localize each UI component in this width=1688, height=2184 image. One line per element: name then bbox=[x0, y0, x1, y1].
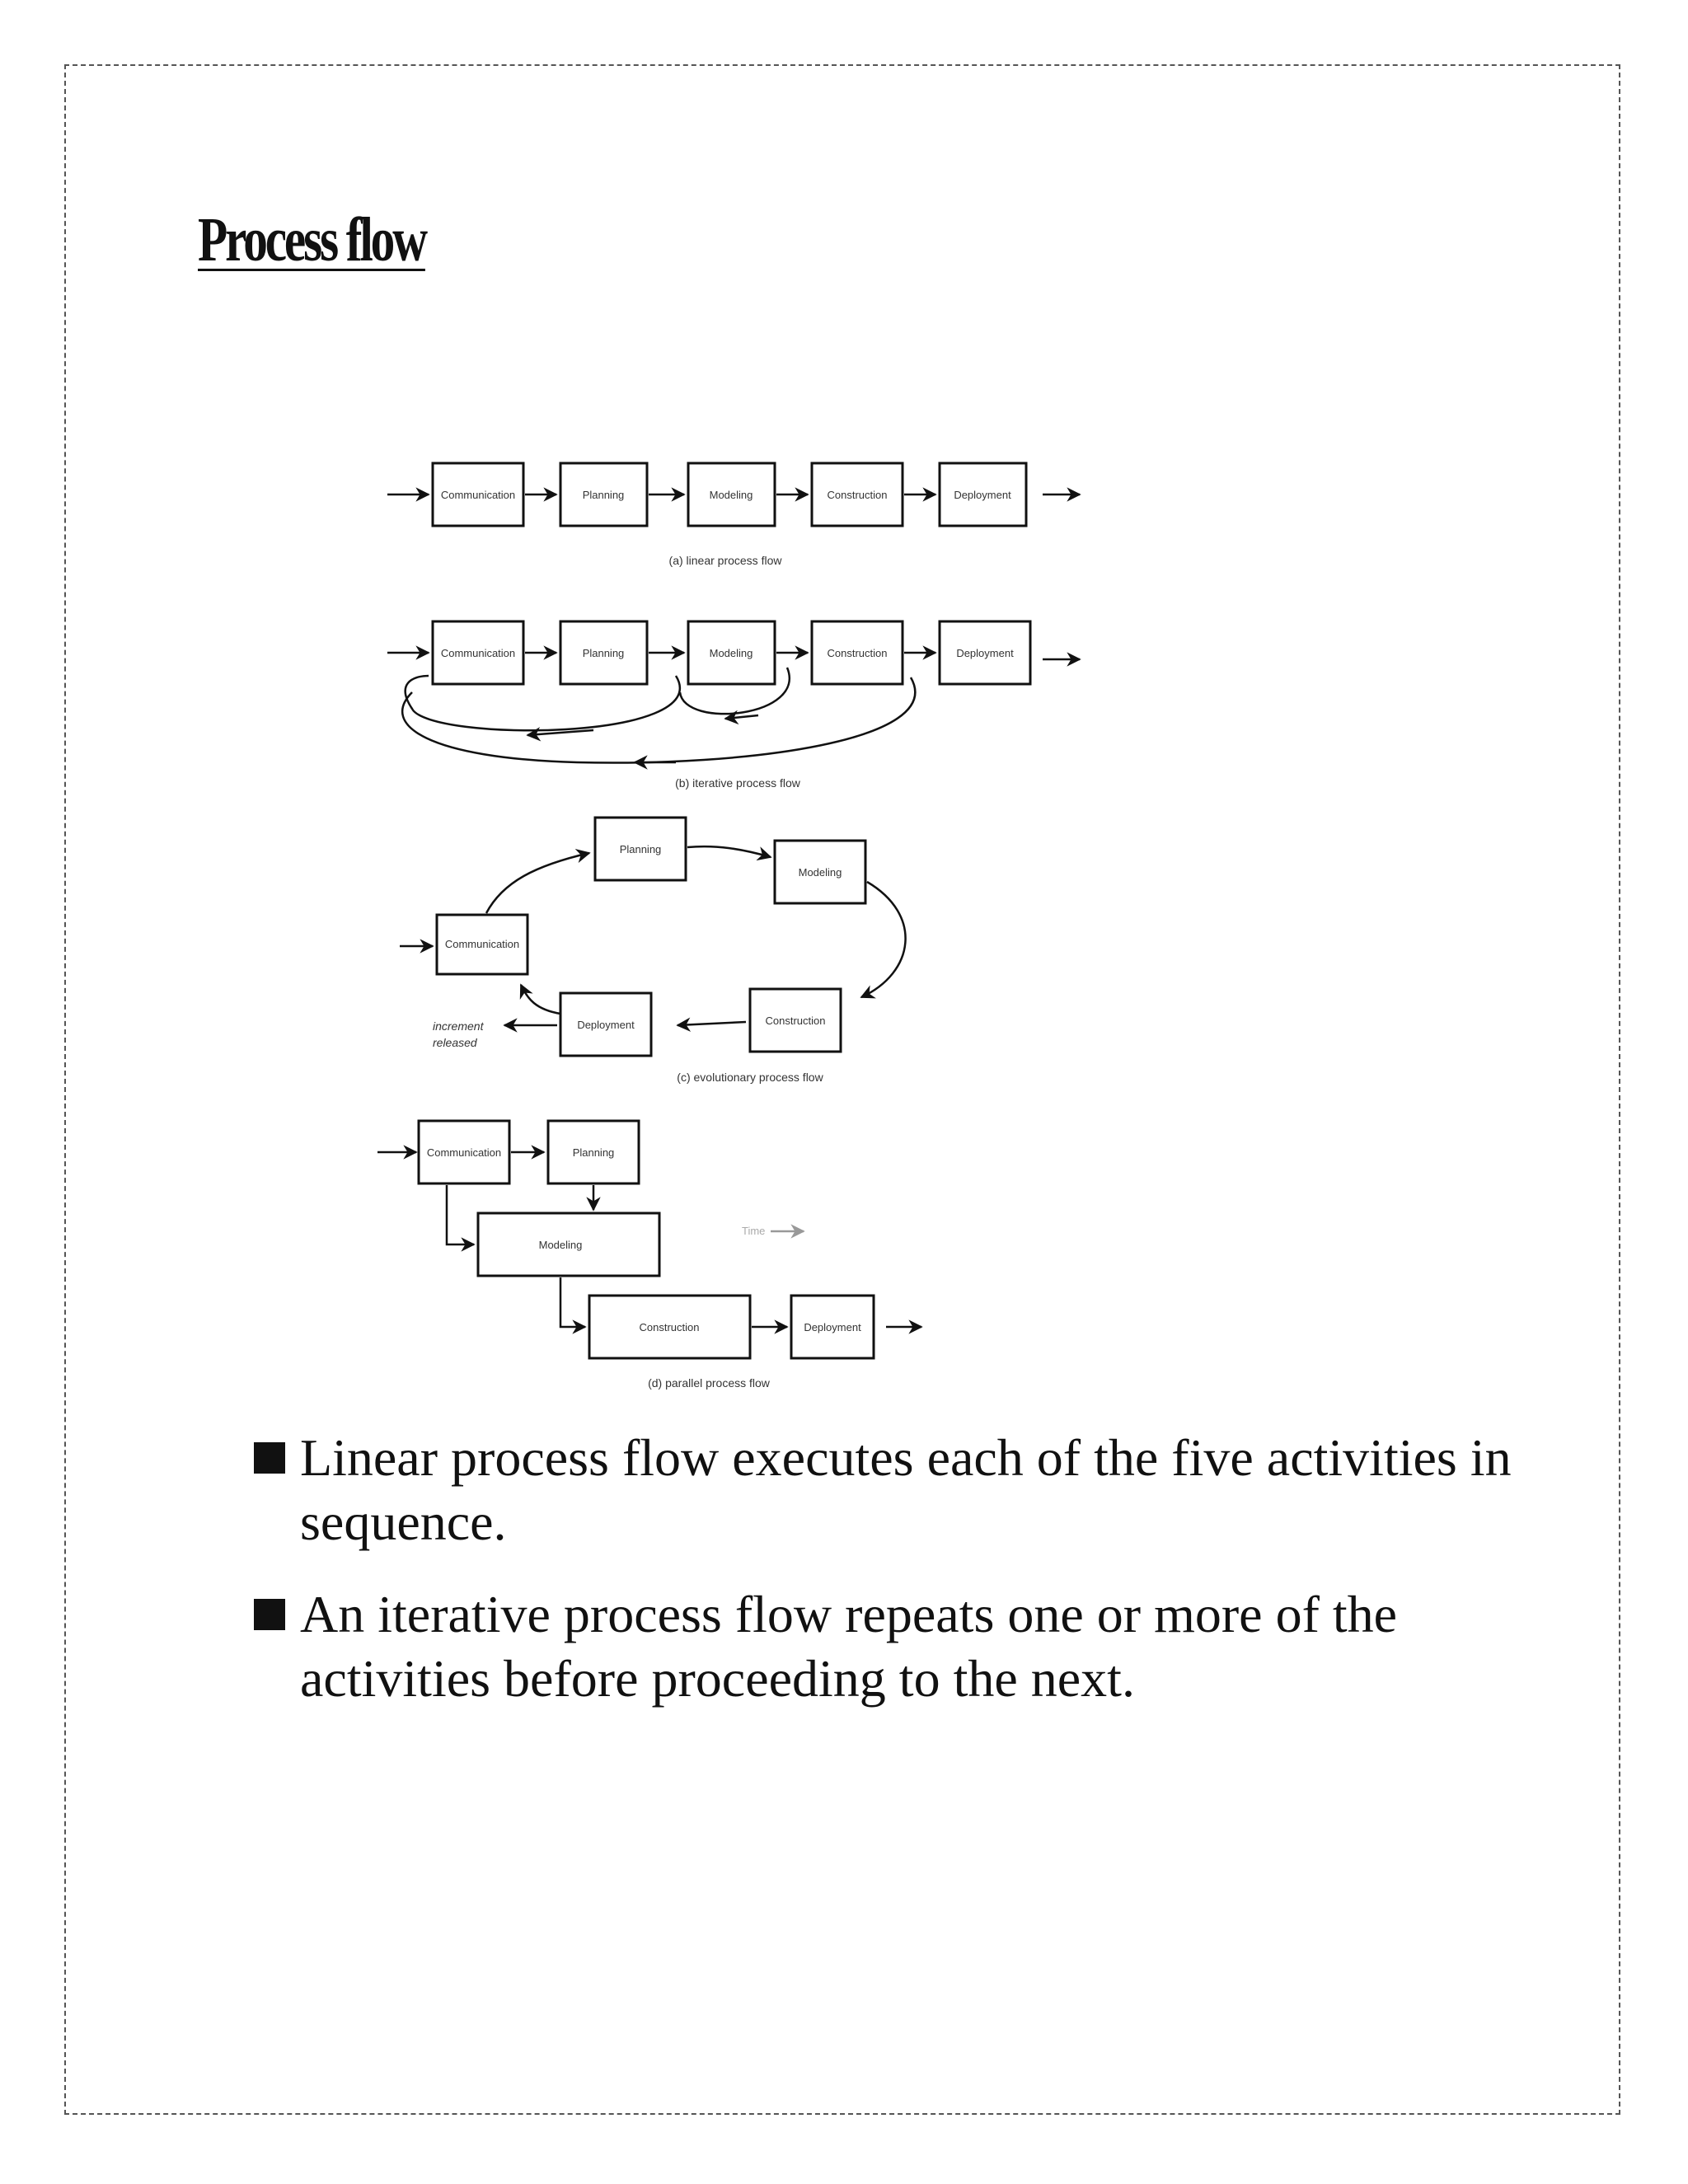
caption-linear: (a) linear process flow bbox=[669, 554, 783, 567]
linear-flow-diagram: Communication Planning Modeling Construc… bbox=[387, 462, 1081, 567]
iterative-loop-inner-right bbox=[678, 667, 790, 715]
iterative-construction-label: Construction bbox=[828, 647, 888, 659]
caption-evolutionary: (c) evolutionary process flow bbox=[677, 1071, 823, 1084]
page-border bbox=[64, 64, 1620, 2115]
iterative-communication-label: Communication bbox=[441, 647, 515, 659]
iterative-planning-label: Planning bbox=[583, 647, 625, 659]
iterative-communication-box bbox=[431, 620, 525, 686]
iterative-planning-box bbox=[559, 620, 649, 686]
bullet-item: Linear process flow executes each of the… bbox=[247, 1426, 1533, 1554]
bullet-text: Linear process flow executes each of the… bbox=[300, 1428, 1512, 1551]
linear-construction-box bbox=[810, 462, 904, 527]
parallel-planning-box bbox=[546, 1119, 640, 1185]
parallel-communication-box bbox=[417, 1119, 511, 1185]
parallel-deployment-box bbox=[790, 1294, 875, 1360]
linear-communication-label: Communication bbox=[441, 489, 515, 501]
evolutionary-modeling-label: Modeling bbox=[799, 866, 842, 879]
linear-communication-box bbox=[431, 462, 525, 527]
iterative-deployment-box bbox=[938, 620, 1032, 686]
evolutionary-construction-box bbox=[748, 987, 842, 1053]
square-bullet-icon bbox=[254, 1442, 285, 1474]
evolutionary-flow-diagram: Planning Modeling Communication Construc… bbox=[400, 816, 907, 1084]
iterative-deployment-label: Deployment bbox=[956, 647, 1014, 659]
bullet-text: An iterative process flow repeats one or… bbox=[300, 1585, 1398, 1708]
linear-deployment-label: Deployment bbox=[954, 489, 1011, 501]
evolutionary-planning-box bbox=[593, 816, 687, 882]
linear-construction-label: Construction bbox=[828, 489, 888, 501]
evolutionary-communication-box bbox=[435, 913, 529, 976]
caption-iterative: (b) iterative process flow bbox=[675, 776, 801, 790]
bullet-list: Linear process flow executes each of the… bbox=[247, 1426, 1533, 1739]
parallel-communication-label: Communication bbox=[427, 1146, 501, 1159]
caption-parallel: (d) parallel process flow bbox=[648, 1376, 771, 1390]
time-label: Time bbox=[742, 1225, 765, 1237]
page-title: Process flow bbox=[198, 205, 428, 274]
linear-modeling-box bbox=[687, 462, 776, 527]
parallel-modeling-label: Modeling bbox=[539, 1239, 583, 1251]
increment-label: increment bbox=[433, 1019, 485, 1033]
parallel-construction-box bbox=[588, 1294, 752, 1360]
evolutionary-deployment-box bbox=[559, 991, 653, 1057]
iterative-construction-box bbox=[810, 620, 904, 686]
iterative-modeling-label: Modeling bbox=[710, 647, 753, 659]
linear-modeling-label: Modeling bbox=[710, 489, 753, 501]
linear-deployment-box bbox=[938, 462, 1028, 527]
iterative-modeling-box bbox=[687, 620, 776, 686]
iterative-flow-diagram: Communication Planning Modeling Construc… bbox=[387, 620, 1081, 790]
linear-planning-label: Planning bbox=[583, 489, 625, 501]
released-label: released bbox=[433, 1036, 478, 1049]
evolutionary-communication-label: Communication bbox=[445, 938, 519, 950]
parallel-deployment-label: Deployment bbox=[804, 1321, 861, 1333]
iterative-loop-inner-left bbox=[404, 674, 681, 732]
parallel-planning-label: Planning bbox=[573, 1146, 615, 1159]
parallel-flow-diagram: Communication Planning Modeling Time Con… bbox=[377, 1119, 923, 1390]
iterative-loop-outer bbox=[401, 677, 917, 764]
bullet-item: An iterative process flow repeats one or… bbox=[247, 1582, 1533, 1711]
evolutionary-deployment-label: Deployment bbox=[577, 1019, 635, 1031]
evolutionary-modeling-box bbox=[773, 839, 867, 905]
evolutionary-construction-label: Construction bbox=[766, 1015, 826, 1027]
square-bullet-icon bbox=[254, 1599, 285, 1630]
evolutionary-planning-label: Planning bbox=[620, 843, 662, 855]
parallel-construction-label: Construction bbox=[640, 1321, 700, 1333]
parallel-modeling-box bbox=[476, 1212, 661, 1277]
linear-planning-box bbox=[559, 462, 649, 527]
